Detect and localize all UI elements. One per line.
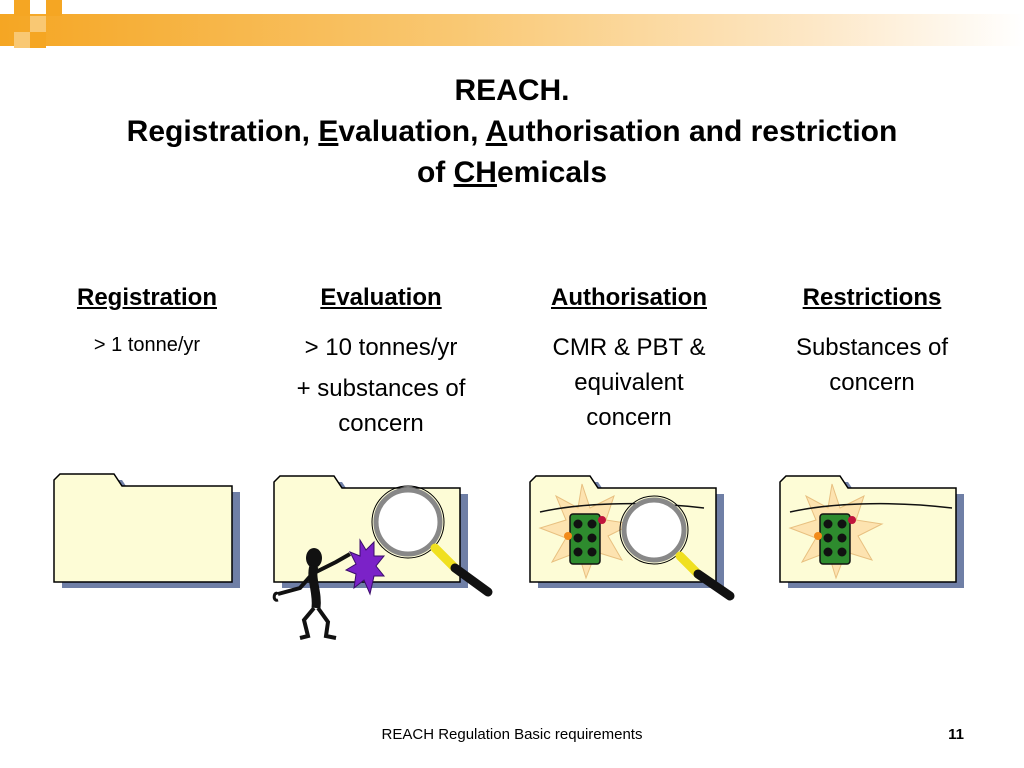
- folder-registration: [50, 470, 250, 605]
- magnifier-icon: [371, 485, 493, 597]
- magnifier-icon: [619, 495, 735, 601]
- header-deco-square: [30, 32, 46, 48]
- page-number: 11: [948, 726, 964, 743]
- title-acronym-letter: CH: [453, 156, 497, 189]
- traffic-light-icon: [564, 513, 606, 565]
- header-deco-square: [14, 32, 30, 48]
- column-text: concern: [338, 410, 424, 437]
- header-deco-square: [46, 0, 62, 16]
- column-text: > 1 tonne/yr: [93, 334, 201, 356]
- title-line-1: REACH.: [454, 74, 570, 107]
- column-text: + substances of: [296, 375, 466, 402]
- column-text: CMR & PBT &: [552, 334, 706, 361]
- title-acronym-letter: A: [485, 115, 508, 148]
- column-text: equivalent: [574, 369, 684, 396]
- folder-icon: [53, 473, 240, 588]
- title-text: valuation,: [338, 115, 486, 148]
- title-text: uthorisation and restriction: [507, 115, 898, 148]
- folder-icon: [272, 475, 493, 640]
- column-evaluation: Evaluation > 10 tonnes/yr + substances o…: [266, 284, 496, 441]
- title-text: of: [416, 156, 454, 189]
- column-heading: Restrictions: [802, 284, 942, 311]
- title-text: Registration,: [126, 115, 319, 148]
- folder-icon: [529, 475, 735, 601]
- title-line-2: Registration, Evaluation, Authorisation …: [40, 111, 984, 152]
- header-deco-square: [14, 0, 30, 16]
- slide-footer: REACH Regulation Basic requirements: [381, 726, 643, 743]
- title-text: emicals: [496, 156, 608, 189]
- folder-icon: [779, 475, 964, 588]
- folder-restrictions: [776, 470, 976, 605]
- header-deco-square: [30, 16, 46, 32]
- folder-evaluation: [270, 470, 510, 655]
- column-text: > 10 tonnes/yr: [304, 334, 458, 361]
- title-acronym-letter: E: [318, 115, 339, 148]
- column-heading: Evaluation: [320, 284, 442, 311]
- traffic-light-icon: [814, 513, 856, 565]
- column-authorisation: Authorisation CMR & PBT & equivalent con…: [514, 284, 744, 435]
- folder-authorisation: [526, 470, 746, 615]
- column-registration: Registration > 1 tonne/yr: [32, 284, 262, 360]
- column-text: concern: [586, 404, 672, 431]
- column-text: Substances of: [795, 334, 949, 361]
- slide-title: REACH. Registration, Evaluation, Authori…: [40, 70, 984, 193]
- stick-figure-icon: [272, 548, 351, 640]
- title-line-3: of CHemicals: [40, 152, 984, 193]
- figure-badge-icon: [344, 538, 386, 596]
- column-heading: Registration: [76, 284, 217, 311]
- header-gradient-bar: [0, 14, 1024, 46]
- column-text: concern: [829, 369, 915, 396]
- column-heading: Authorisation: [551, 284, 707, 311]
- column-restrictions: Restrictions Substances of concern: [757, 284, 987, 400]
